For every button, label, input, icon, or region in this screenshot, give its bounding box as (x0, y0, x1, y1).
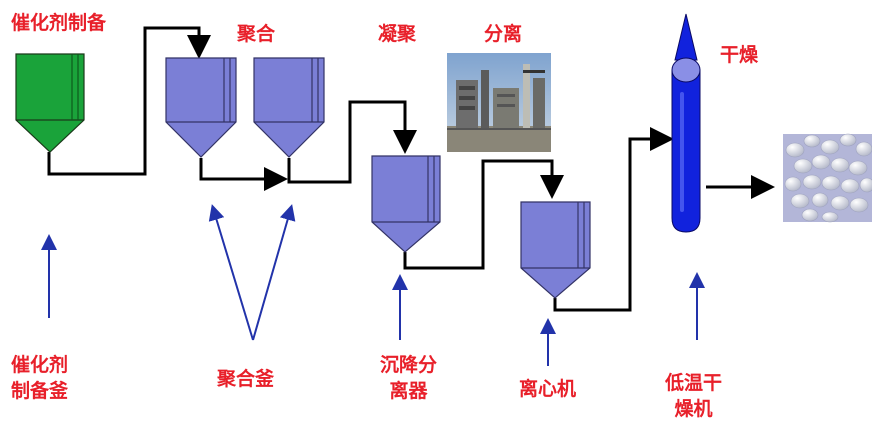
flow-line-centrifuge-to-dryer (553, 127, 674, 312)
dryer-column (671, 13, 701, 233)
white-pellets-photo (783, 133, 872, 223)
equipment-label-centrifuge: 离心机 (519, 376, 576, 402)
equipment-label-settling-separator: 沉降分 离器 (380, 352, 437, 404)
pointer-arrows (41, 204, 705, 366)
centrifuge-vessel (520, 201, 591, 299)
catalyst-kettle-vessel (15, 53, 85, 153)
equipment-label-line: 沉降分 (380, 354, 438, 376)
equipment-label-line: 燥机 (674, 398, 713, 420)
equipment-label-line: 催化剂 (11, 354, 69, 376)
equipment-label-catalyst-kettle: 催化剂 制备釜 (11, 352, 68, 404)
stage-label-coagulation: 凝聚 (378, 23, 417, 45)
polymerization-kettle-2 (253, 57, 325, 158)
flow-lines (47, 26, 775, 312)
flow-line-catalyst-to-kettle1 (47, 26, 211, 176)
pointer-arrow-kettle2 (252, 204, 296, 341)
stage-label-catalyst-prep: 催化剂制备 (11, 12, 107, 34)
equipment-label-low-temp-dryer: 低温干 燥机 (665, 370, 722, 422)
equipment-label-line: 制备釜 (11, 380, 69, 402)
flow-line-kettle1-to-kettle2 (199, 158, 288, 191)
stage-label-polymerization: 聚合 (237, 23, 276, 45)
equipment-label-line: 离心机 (519, 378, 577, 400)
equipment-label-line: 低温干 (665, 372, 723, 394)
flow-line-settler-to-centrifuge (403, 159, 564, 270)
equipment-label-line: 聚合釜 (217, 368, 275, 390)
equipment-label-line: 离器 (389, 380, 428, 402)
stage-label-separation: 分离 (484, 23, 523, 45)
equipment-label-polymerization-kettle: 聚合釜 (217, 366, 274, 392)
pointer-arrow-kettle1 (208, 204, 254, 341)
stage-label-drying: 干燥 (720, 44, 759, 66)
settling-separator-vessel (371, 155, 441, 253)
plant-photo (447, 53, 551, 152)
polymerization-kettle-1 (165, 57, 237, 158)
flow-line-kettle2-to-settler (287, 100, 417, 184)
